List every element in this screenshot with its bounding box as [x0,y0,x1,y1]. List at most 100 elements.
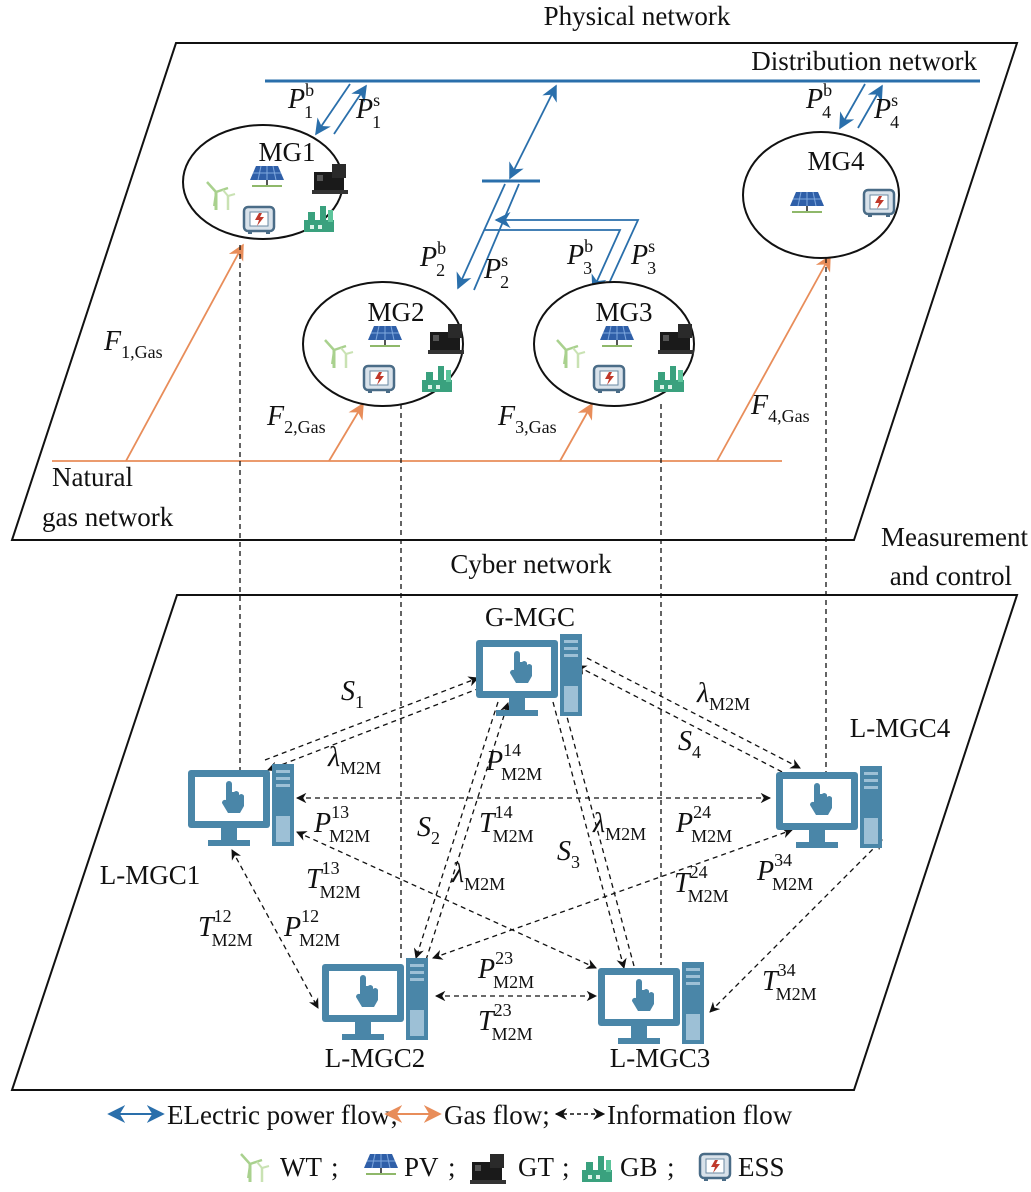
cyber-network-title: Cyber network [450,549,612,579]
info-flow-g-l4-a [586,657,801,769]
l-mgc4-label: L-MGC4 [850,713,951,743]
legend-sep-3: ; [562,1152,570,1182]
mg1-label: MG1 [258,137,315,167]
svg-text:S1: S1 [341,676,364,712]
energy-storage-icon [592,364,626,395]
l-mgc1-label: L-MGC1 [100,860,201,890]
gas-labels: F1,Gas F2,Gas F3,Gas F4,Gas [103,326,810,437]
svg-text:S2: S2 [417,812,440,848]
energy-storage-icon [242,205,276,236]
gas-flow-mg3 [559,402,593,462]
gas-flow-mg4 [716,254,831,462]
gas-flow-mg1 [125,243,244,462]
l-mgc1-computer-icon [188,764,294,846]
physical-plane [10,42,1019,541]
svg-text:F4,Gas: F4,Gas [750,390,810,426]
microgrid-mg1: MG1 [182,124,348,240]
legend-gas-turbine-icon [470,1154,506,1184]
legend: ELectric power flow; Gas flow; Informati… [107,1100,793,1184]
gas-network-label-line1: Natural [52,462,133,492]
info-flow-l2-l4 [432,828,793,960]
electric-flow-mg1-sell [333,84,367,135]
svg-text:S3: S3 [557,836,580,872]
svg-text:Ps2: Ps2 [483,250,509,292]
legend-solar-panel-icon [363,1153,399,1175]
mg3-label: MG3 [595,297,652,327]
svg-text:F3,Gas: F3,Gas [497,401,557,437]
svg-text:Pb2: Pb2 [419,238,446,280]
svg-text:Pb1: Pb1 [287,80,314,122]
mg4-label: MG4 [807,146,865,176]
electric-flow-mg3-buy [484,229,622,292]
distribution-network-label: Distribution network [751,46,977,76]
legend-wind-turbine-icon [239,1152,271,1184]
gas-network-label-line2: gas network [42,502,174,532]
svg-text:λM2M: λM2M [696,678,750,714]
info-flow-l3-l4 [709,839,883,1013]
microgrid-mg4: MG4 [742,131,900,259]
legend-info-label: Information flow [607,1100,793,1130]
legend-gas-label: Gas flow; [444,1100,550,1130]
info-flow-g-l1-b [267,687,481,772]
svg-text:F1,Gas: F1,Gas [103,326,163,362]
g-mgc-computer-icon [476,634,582,716]
energy-storage-icon [862,188,896,219]
l-mgc3-label: L-MGC3 [610,1043,711,1073]
electric-flow-mg2-sell [473,183,520,291]
microgrid-mg2: MG2 [302,281,464,407]
microgrid-mg3: MG3 [533,281,695,407]
legend-wt-label: WT [280,1152,322,1182]
legend-gb-label: GB [620,1152,658,1182]
l-mgc4-computer-icon [776,766,882,848]
measurement-label-line1: Measurement [881,522,1028,552]
svg-text:λM2M: λM2M [592,808,646,844]
legend-sep-4: ; [667,1152,675,1182]
g-mgc-label: G-MGC [485,602,575,632]
electric-flow-mg4-sell [857,84,883,129]
svg-text:Ps1: Ps1 [355,90,381,132]
l-mgc2-label: L-MGC2 [325,1043,426,1073]
energy-storage-icon [362,364,396,395]
svg-text:F2,Gas: F2,Gas [266,401,326,437]
cyber-plane [10,594,1019,1091]
legend-energy-storage-icon [698,1152,732,1183]
legend-sep-2: ; [448,1152,456,1182]
legend-gas-boiler-icon [582,1156,612,1182]
info-flow-l1-l2 [231,849,319,1009]
mg2-label: MG2 [367,297,424,327]
svg-text:Pb4: Pb4 [805,80,832,122]
svg-text:Ps3: Ps3 [630,236,656,278]
gas-flow-mg2 [328,402,364,462]
l-mgc3-computer-icon [598,962,704,1044]
svg-text:Ps4: Ps4 [873,90,899,132]
legend-sep-1: ; [331,1152,339,1182]
legend-gt-label: GT [518,1152,554,1182]
legend-ess-label: ESS [738,1152,785,1182]
svg-text:Pb3: Pb3 [566,236,593,278]
svg-text:λM2M: λM2M [327,742,381,778]
electric-flow-mg4-buy [839,83,866,130]
svg-text:S4: S4 [678,726,701,762]
electric-flow-mg3-sell [494,211,640,291]
physical-network-title: Physical network [544,1,731,31]
electric-flow-mg2-buy [456,183,506,290]
measurement-label-line2: and control [890,561,1012,591]
cyber-network-layer: Cyber network G-MGC L-MGC1 L-MGC2 L-MG [10,549,1019,1091]
electric-flow-mg1-buy [315,83,351,136]
l-mgc2-computer-icon [322,958,428,1040]
legend-pv-label: PV [404,1152,439,1182]
info-flow-g-l1-a [264,676,479,761]
